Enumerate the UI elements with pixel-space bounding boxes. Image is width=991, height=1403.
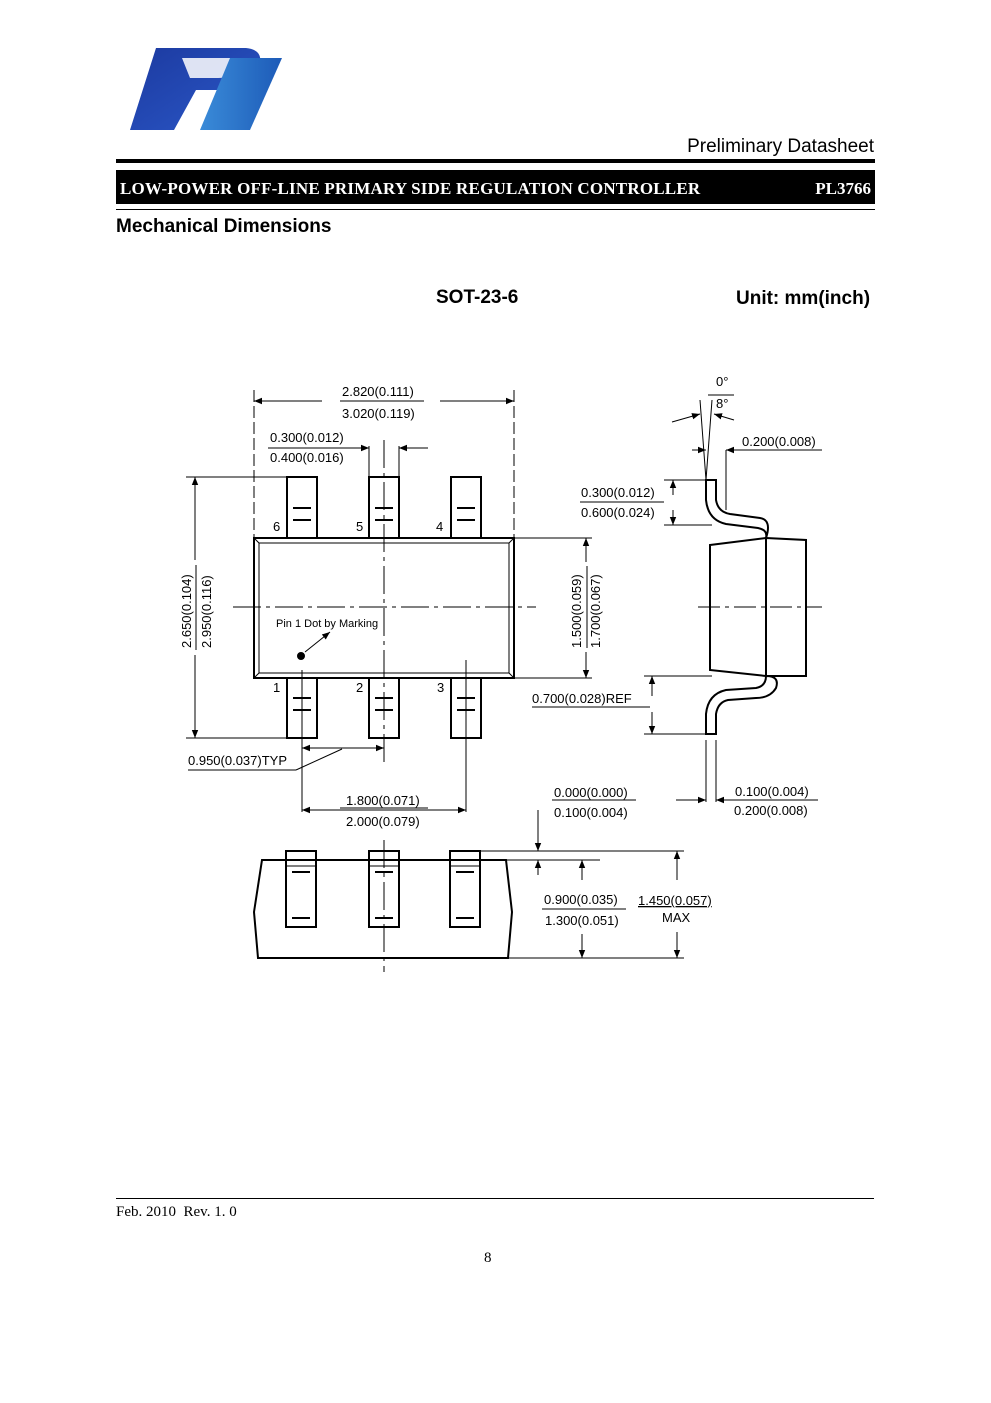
dim-angle-min: 0° xyxy=(716,374,728,389)
dim-body-width-max: 1.700(0.067) xyxy=(588,574,603,648)
pin1-marking-label: Pin 1 Dot by Marking xyxy=(276,618,378,630)
title-underline xyxy=(116,209,875,210)
dim-overall-width-max: 2.950(0.116) xyxy=(199,575,214,648)
company-logo xyxy=(130,48,282,130)
dim-lead-thickness-max: 0.200(0.008) xyxy=(734,803,808,818)
header-rule xyxy=(116,159,875,163)
pin-number-3: 3 xyxy=(437,680,444,695)
pin-number-4: 4 xyxy=(436,519,443,534)
top-view xyxy=(186,390,592,814)
section-title: Mechanical Dimensions xyxy=(116,216,332,237)
revision-info: Feb. 2010 Rev. 1. 0 xyxy=(116,1204,237,1220)
dim-pitch-span-max: 2.000(0.079) xyxy=(346,814,420,829)
pin-number-5: 5 xyxy=(356,519,363,534)
dimension-labels: 2.820(0.111) 3.020(0.119) 0.300(0.012) 0… xyxy=(179,374,816,928)
document-title: LOW-POWER OFF-LINE PRIMARY SIDE REGULATI… xyxy=(120,179,701,198)
dim-body-height-min: 0.900(0.035) xyxy=(544,892,618,907)
package-unit: Unit: mm(inch) xyxy=(736,288,871,309)
dim-standoff-min: 0.000(0.000) xyxy=(554,785,628,800)
dim-lead-thickness-top: 0.200(0.008) xyxy=(742,434,816,449)
document-type: Preliminary Datasheet xyxy=(687,136,874,157)
dim-body-length-max: 3.020(0.119) xyxy=(342,406,415,421)
dim-lead-length-max: 0.600(0.024) xyxy=(581,505,655,520)
dim-lead-ref: 0.700(0.028)REF xyxy=(532,691,632,706)
dim-pitch-span-min: 1.800(0.071) xyxy=(346,793,420,808)
side-view xyxy=(532,394,822,804)
dim-standoff-max: 0.100(0.004) xyxy=(554,805,628,820)
page-number: 8 xyxy=(484,1250,492,1266)
dim-pitch: 0.950(0.037)TYP xyxy=(188,753,287,768)
package-name: SOT-23-6 xyxy=(436,287,519,308)
dim-total-height-note: MAX xyxy=(662,910,691,925)
pin-number-2: 2 xyxy=(356,680,363,695)
dim-lead-width-max: 0.400(0.016) xyxy=(270,450,344,465)
dim-total-height: 1.450(0.057) xyxy=(638,893,712,908)
pin-number-1: 1 xyxy=(273,680,280,695)
part-number: PL3766 xyxy=(815,179,871,198)
title-bar: LOW-POWER OFF-LINE PRIMARY SIDE REGULATI… xyxy=(116,170,875,204)
footer-rule xyxy=(116,1198,874,1199)
dim-body-length-min: 2.820(0.111) xyxy=(342,384,414,399)
dim-body-width-min: 1.500(0.059) xyxy=(569,574,584,648)
dim-overall-width-min: 2.650(0.104) xyxy=(179,574,194,648)
dim-body-height-max: 1.300(0.051) xyxy=(545,913,619,928)
front-view xyxy=(252,799,684,972)
dim-lead-thickness-min: 0.100(0.004) xyxy=(735,784,809,799)
dim-lead-length-min: 0.300(0.012) xyxy=(581,485,655,500)
pin-number-6: 6 xyxy=(273,519,280,534)
dim-lead-width-min: 0.300(0.012) xyxy=(270,430,344,445)
dim-angle-max: 8° xyxy=(716,396,728,411)
